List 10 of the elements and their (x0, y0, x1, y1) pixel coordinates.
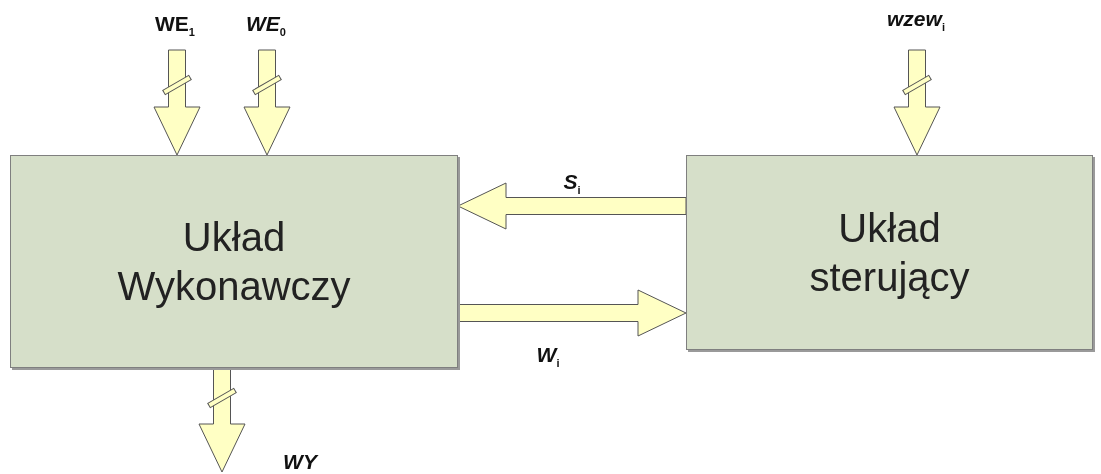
process-box (686, 155, 1093, 350)
process-box (10, 155, 458, 368)
block-arrow (893, 49, 941, 156)
block-arrow (457, 289, 687, 337)
block-arrow (457, 182, 687, 230)
box-title: Układ sterujący (808, 204, 971, 301)
block-arrow (153, 49, 201, 156)
block-arrow (198, 367, 246, 473)
block-arrow (243, 49, 291, 156)
box-title: Układ Wykonawczy (116, 213, 352, 310)
